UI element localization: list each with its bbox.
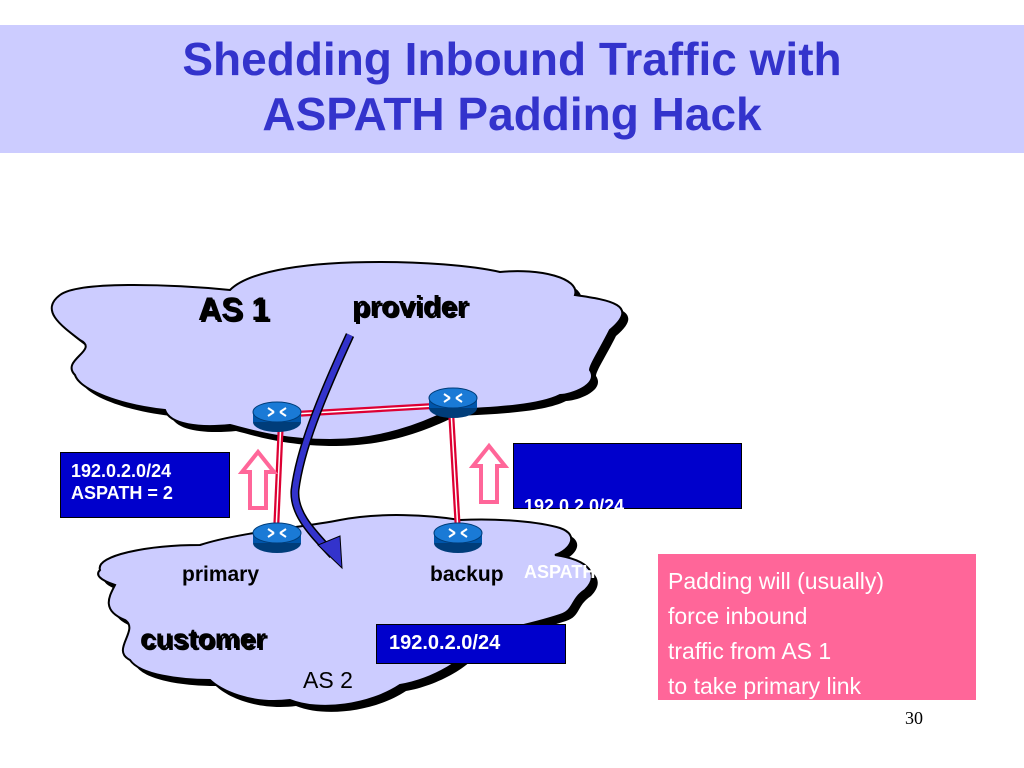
title-line-2: ASPATH Padding Hack xyxy=(262,88,762,140)
page-number: 30 xyxy=(905,708,923,728)
customer-prefix-box: 192.0.2.0/24 xyxy=(376,624,566,664)
customer-as-text: AS 2 xyxy=(303,667,353,693)
page-title: Shedding Inbound Traffic with ASPATH Pad… xyxy=(0,32,1024,142)
right-announcement-prefix: 192.0.2.0/24 xyxy=(524,496,625,516)
announce-arrow-right xyxy=(468,442,510,504)
announce-arrow-left xyxy=(237,448,279,510)
router-primary xyxy=(252,522,302,553)
router-backup xyxy=(433,522,483,553)
router-provider-left xyxy=(252,401,302,432)
title-band xyxy=(0,25,1024,153)
provider-name-label: provider xyxy=(352,291,469,323)
note-box: Padding will (usually) force inbound tra… xyxy=(658,554,976,700)
note-line-4: to take primary link xyxy=(668,673,862,699)
note-line-2: force inbound xyxy=(668,603,808,629)
note-line-3: traffic from AS 1 xyxy=(668,638,832,664)
router-provider-right xyxy=(428,387,478,418)
note-line-1: Padding will (usually) xyxy=(668,568,885,594)
left-announcement-prefix: 192.0.2.0/24 xyxy=(71,461,172,481)
links xyxy=(273,402,461,533)
backup-label: backup xyxy=(430,563,504,586)
primary-label: primary xyxy=(182,563,260,586)
customer-cloud xyxy=(97,514,598,712)
traffic-arrow xyxy=(290,333,355,570)
left-announcement-box: 192.0.2.0/24 ASPATH = 2 xyxy=(60,452,230,518)
right-announcement-box: 192.0.2.0/24 ASPATH = 2 2 2 xyxy=(513,443,742,582)
left-announcement-aspath: ASPATH = 2 xyxy=(71,483,173,503)
provider-as-label: AS 1 xyxy=(198,291,270,327)
title-line-1: Shedding Inbound Traffic with xyxy=(182,33,842,85)
customer-as-label: AS 2 xyxy=(303,667,353,694)
customer-prefix-text: 192.0.2.0/24 xyxy=(389,632,501,654)
customer-name-label: customer xyxy=(140,623,267,654)
